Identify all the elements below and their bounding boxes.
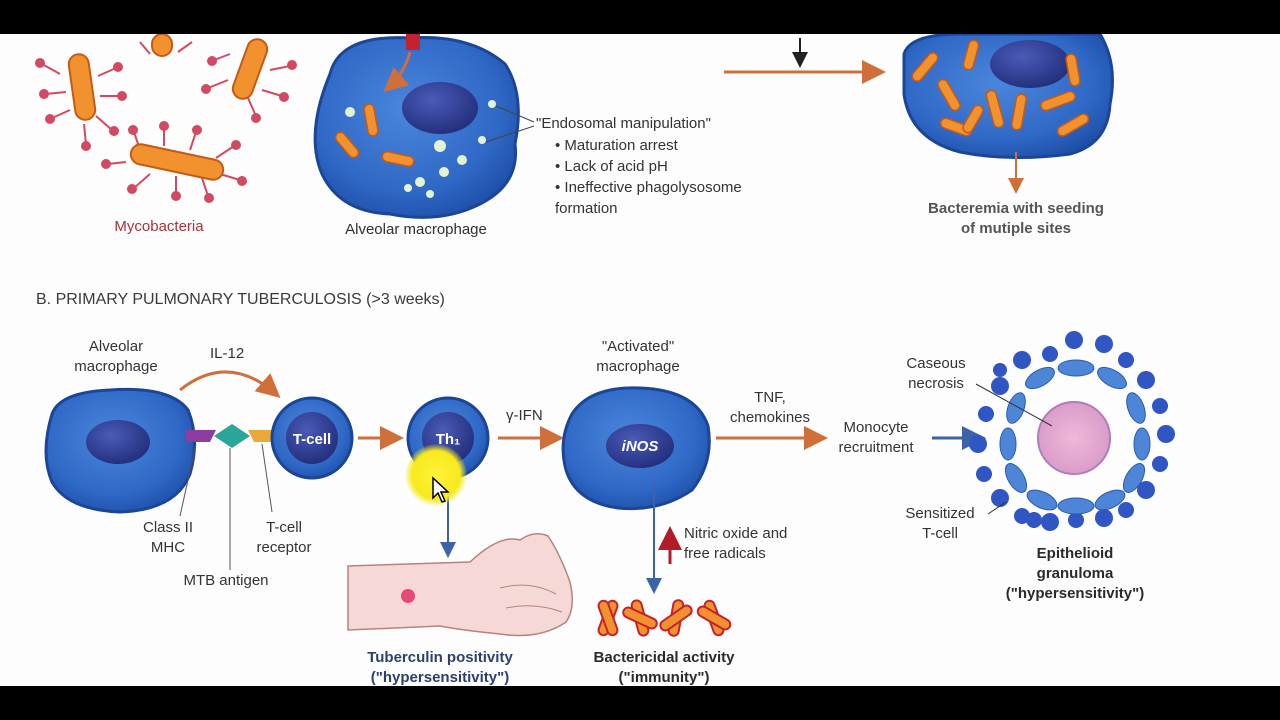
tcell-receptor-label: T-cell receptor [256, 519, 312, 556]
sensitized-tcell-label: Sensitized T-cell [905, 505, 975, 542]
activated-macrophage [561, 386, 711, 511]
caseous-necrosis-label: Caseous necrosis [906, 355, 966, 392]
diagram-graphics [35, 34, 1175, 637]
killed-bacilli [597, 599, 732, 637]
class-ii-mhc-label: Class II MHC [142, 519, 194, 556]
t-cell [270, 396, 354, 480]
activated-macrophage-label: "Activated" macrophage [596, 338, 680, 375]
alveolar-macrophage-b [44, 387, 197, 514]
endosomal-item: • Lack of acid pH [555, 158, 668, 175]
endosomal-item: • Maturation arrest [555, 137, 678, 154]
endosomal-item: formation [555, 200, 618, 217]
endosomal-manipulation-title: "Endosomal manipulation" [536, 115, 711, 132]
monocyte-recruitment-label: Monocyte recruitment [838, 419, 914, 456]
nitric-oxide-label: Nitric oxide and free radicals [684, 525, 788, 562]
epithelioid-granuloma-label: Epithelioid granuloma ("hypersensitivity… [1005, 545, 1145, 602]
mycobacteria-illustration [35, 34, 297, 203]
gamma-ifn-label: γ-IFN [506, 407, 543, 424]
tuberculin-positivity-label: Tuberculin positivity [367, 649, 513, 666]
tnf-chemokines-label: TNF, chemokines [729, 389, 811, 426]
epithelioid-granuloma [969, 331, 1175, 531]
mouse-pointer-icon [432, 476, 450, 503]
bacteremia-label: Bacteremia with seeding of mutiple sites [928, 200, 1104, 237]
alveolar-macrophage-b-label: Alveolar macrophage [74, 338, 158, 375]
bactericidal-activity-label: Bactericidal activity [593, 649, 735, 666]
mtb-antigen-label: MTB antigen [183, 572, 269, 589]
alveolar-macrophage-a-label: Alveolar macrophage [345, 221, 487, 238]
il12-label: IL-12 [210, 345, 245, 362]
bactericidal-immunity-label: ("immunity") [618, 669, 710, 686]
forearm-hand-illustration [347, 533, 573, 637]
endosomal-list: • Maturation arrest • Lack of acid pH • … [555, 135, 742, 219]
infected-macrophage-a [902, 34, 1114, 160]
mhc-antigen-receptor-complex [179, 424, 276, 570]
th1-label: Th₁ [435, 431, 461, 448]
diagram-canvas: Mycobacteria Alveolar macrophage "Endoso… [0, 34, 1280, 686]
section-b-title: B. PRIMARY PULMONARY TUBERCULOSIS (>3 we… [36, 291, 445, 308]
endosomal-item: • Ineffective phagolysosome [555, 179, 742, 196]
tuberculin-hypersensitivity-label: ("hypersensitivity") [370, 669, 510, 686]
mycobacteria-label: Mycobacteria [114, 218, 204, 235]
inos-label: iNOS [621, 438, 659, 455]
alveolar-macrophage-a [313, 34, 535, 219]
tcell-label: T-cell [292, 431, 332, 448]
